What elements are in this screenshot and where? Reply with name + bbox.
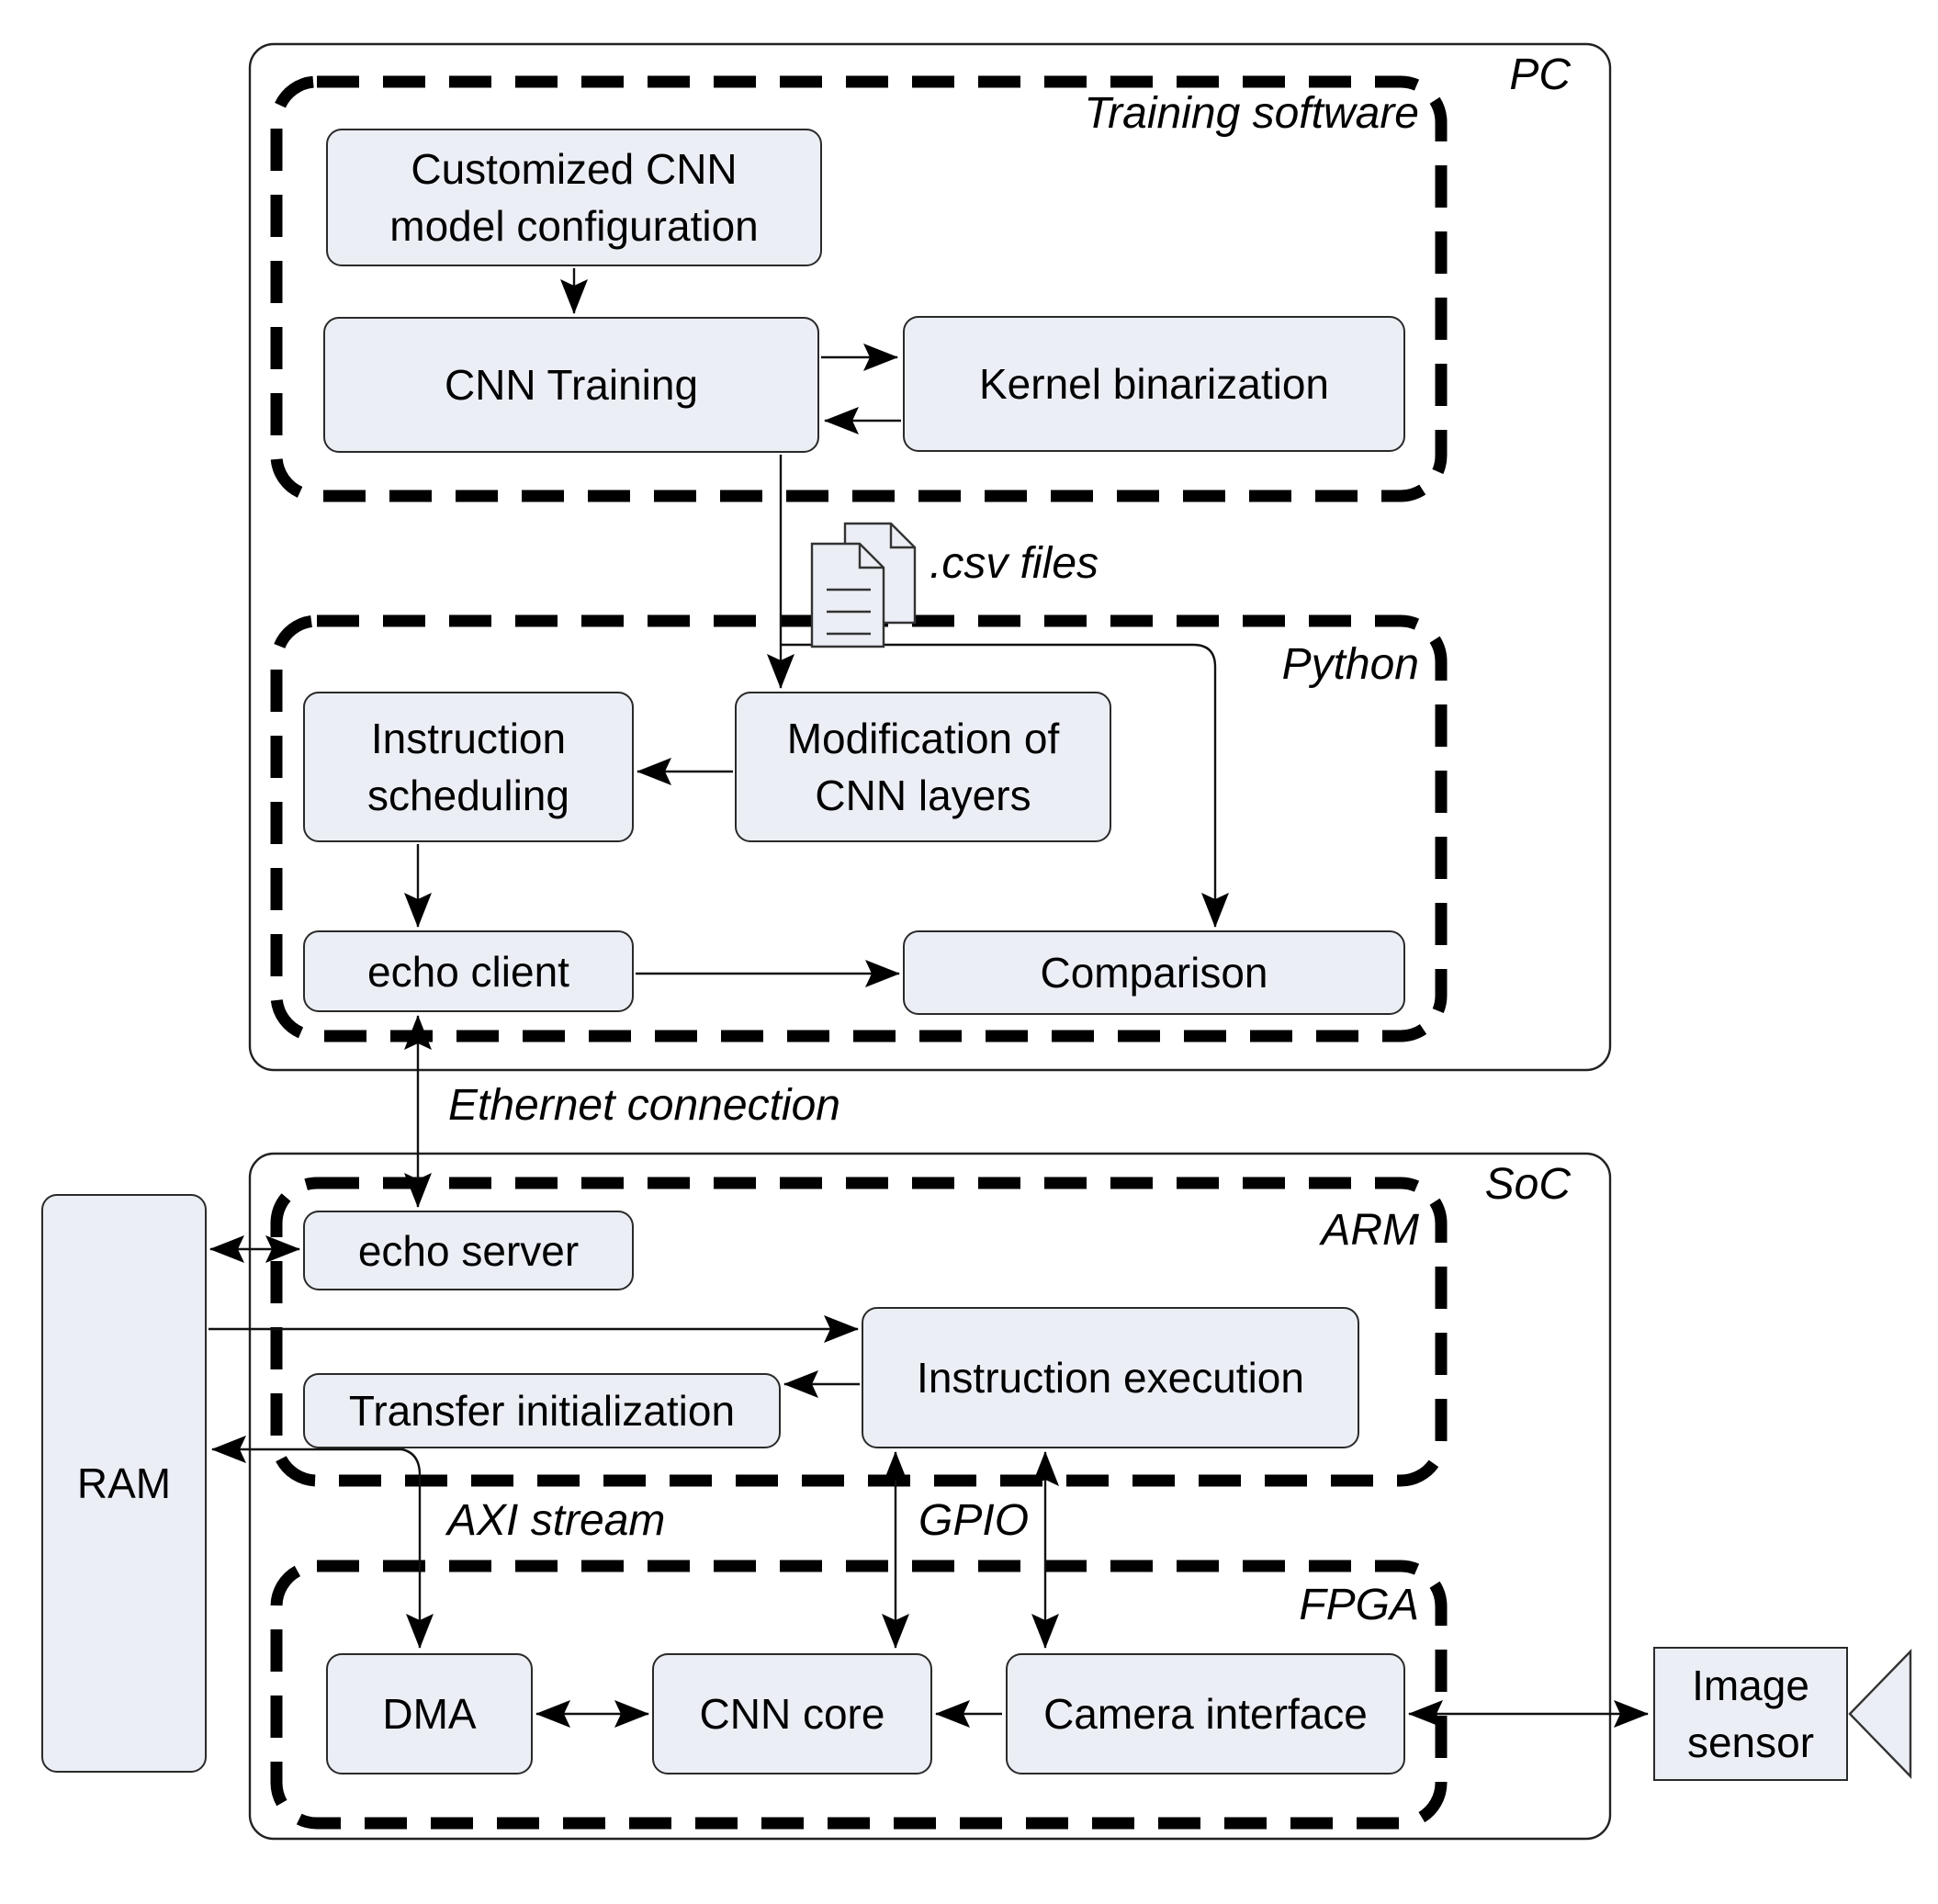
pc-label: PC xyxy=(1509,51,1571,99)
edge-axi-stream xyxy=(392,1447,434,1649)
python-label: Python xyxy=(1281,640,1419,689)
node-label: DMA xyxy=(382,1690,477,1738)
node-instruction-execution: Instruction execution xyxy=(862,1307,1359,1448)
node-cnn-training: CNN Training xyxy=(323,317,819,453)
node-instruction-scheduling: Instruction scheduling xyxy=(303,692,634,842)
fpga-label: FPGA xyxy=(1299,1581,1419,1629)
node-label: Modification of xyxy=(786,715,1060,762)
training-software-label: Training software xyxy=(1084,89,1419,138)
pc-container-border xyxy=(248,42,1612,1072)
training-software-border xyxy=(270,75,1448,502)
node-camera-interface: Camera interface xyxy=(1006,1653,1405,1774)
soc-label: SoC xyxy=(1484,1160,1571,1209)
node-transfer-initialization: Transfer initialization xyxy=(303,1373,781,1448)
node-modification-of-cnn-layers: Modification of CNN layers xyxy=(735,692,1111,842)
node-label: CNN layers xyxy=(815,772,1031,819)
node-label: echo client xyxy=(367,947,569,996)
node-customized-cnn-model-configuration: Customized CNN model configuration xyxy=(326,129,822,266)
ethernet-connection-label: Ethernet connection xyxy=(448,1081,840,1130)
node-echo-server: echo server xyxy=(303,1211,634,1290)
node-label: scheduling xyxy=(367,772,569,819)
node-label: RAM xyxy=(76,1459,172,1507)
node-comparison: Comparison xyxy=(903,930,1405,1015)
csv-files-icon xyxy=(810,522,917,648)
node-dma: DMA xyxy=(326,1653,533,1774)
node-label: sensor xyxy=(1686,1718,1815,1766)
node-label: Camera interface xyxy=(1043,1690,1368,1738)
arm-label: ARM xyxy=(1321,1206,1419,1255)
node-label: Image xyxy=(1692,1662,1809,1709)
arm-border xyxy=(270,1177,1448,1487)
soc-container-border xyxy=(248,1152,1612,1841)
node-echo-client: echo client xyxy=(303,930,634,1012)
node-label: Customized CNN xyxy=(411,145,738,193)
edge-branch-to-comparison xyxy=(781,643,1229,928)
gpio-label: GPIO xyxy=(918,1496,1030,1545)
axi-stream-label: AXI stream xyxy=(447,1496,666,1545)
node-label: CNN Training xyxy=(444,361,699,409)
csv-files-label: .csv files xyxy=(930,539,1099,588)
node-label: Instruction xyxy=(370,715,567,762)
node-label: Kernel binarization xyxy=(978,360,1329,408)
node-kernel-binarization: Kernel binarization xyxy=(903,316,1405,452)
node-cnn-core: CNN core xyxy=(652,1653,932,1774)
node-label: model configuration xyxy=(389,202,759,250)
node-label: Comparison xyxy=(1040,949,1268,997)
node-label: echo server xyxy=(357,1226,580,1275)
node-label: Transfer initialization xyxy=(348,1387,736,1435)
node-label: Instruction execution xyxy=(917,1354,1304,1402)
image-sensor-lens-icon xyxy=(1848,1649,1912,1779)
fpga-border xyxy=(270,1560,1448,1830)
node-label: CNN core xyxy=(699,1690,885,1738)
node-image-sensor: Image sensor xyxy=(1653,1647,1848,1781)
node-ram: RAM xyxy=(41,1194,207,1773)
